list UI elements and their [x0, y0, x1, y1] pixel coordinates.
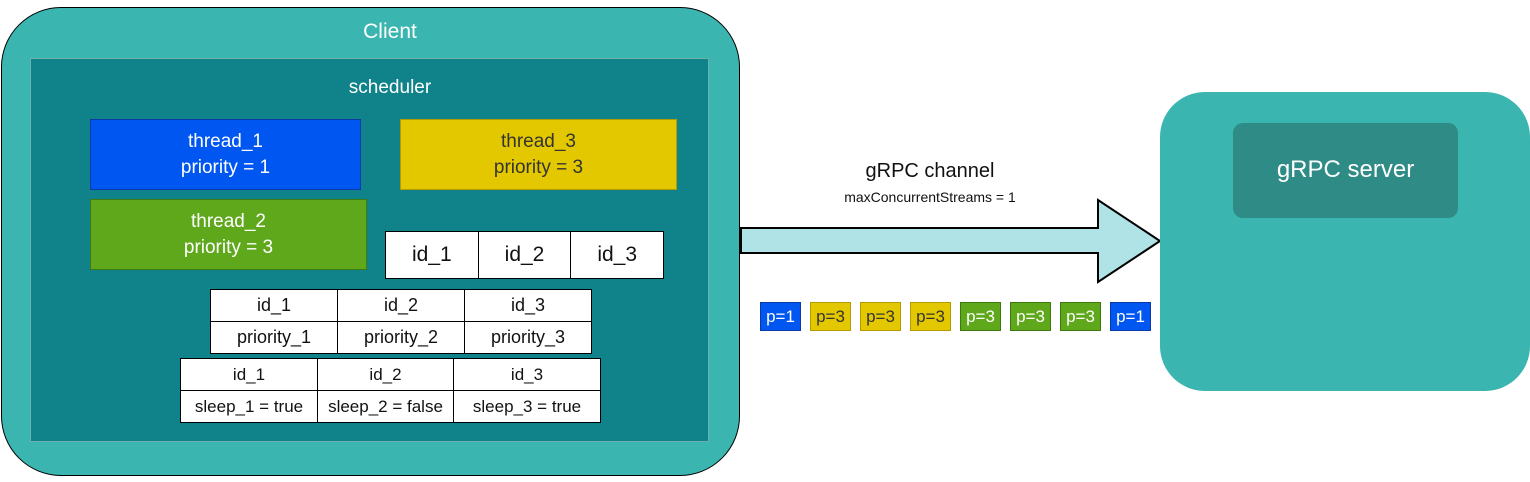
table-cell: sleep_2 = false	[317, 390, 454, 423]
request-badge: p=3	[860, 302, 901, 331]
thread-3-priority: priority = 3	[493, 156, 584, 178]
thread-3-name: thread_3	[500, 130, 576, 152]
request-badge: p=3	[1060, 302, 1101, 331]
request-badge: p=3	[960, 302, 1001, 331]
table-row: priority_1 priority_2 priority_3	[210, 321, 592, 354]
thread-1-priority: priority = 1	[180, 156, 271, 178]
request-badge: p=1	[1110, 302, 1151, 331]
table-cell: id_1	[180, 358, 318, 391]
priority-table: id_1 id_2 id_3 priority_1 priority_2 pri…	[210, 289, 592, 354]
request-badge: p=3	[1010, 302, 1051, 331]
table-cell: id_3	[453, 358, 601, 391]
request-badge: p=3	[810, 302, 851, 331]
channel-title: gRPC channel	[865, 160, 995, 182]
scheduler-title: scheduler	[348, 77, 432, 98]
sleep-table: id_1 id_2 id_3 sleep_1 = true sleep_2 = …	[180, 358, 601, 423]
thread-2-priority: priority = 3	[183, 236, 274, 258]
id-queue-cell: id_2	[479, 232, 572, 278]
table-cell: sleep_3 = true	[453, 390, 601, 423]
thread-2-box: thread_2 priority = 3	[90, 199, 367, 270]
table-cell: priority_1	[210, 321, 338, 354]
client-title: Client	[363, 20, 417, 43]
table-cell: id_1	[210, 289, 338, 322]
id-queue: id_1 id_2 id_3	[385, 231, 664, 279]
table-cell: id_3	[464, 289, 592, 322]
table-cell: sleep_1 = true	[180, 390, 318, 423]
server-title: gRPC server	[1276, 155, 1415, 183]
server-box: gRPC server	[1233, 123, 1458, 218]
table-row: id_1 id_2 id_3	[210, 289, 592, 322]
channel-subtitle: maxConcurrentStreams = 1	[844, 189, 1016, 205]
request-badge: p=3	[910, 302, 951, 331]
table-cell: id_2	[317, 358, 454, 391]
thread-1-name: thread_1	[187, 130, 263, 152]
thread-2-name: thread_2	[190, 210, 266, 232]
thread-3-box: thread_3 priority = 3	[400, 119, 677, 190]
table-row: id_1 id_2 id_3	[180, 358, 601, 391]
table-cell: priority_2	[337, 321, 465, 354]
id-queue-cell: id_1	[386, 232, 479, 278]
thread-1-box: thread_1 priority = 1	[90, 119, 361, 190]
channel-arrow	[740, 198, 1162, 284]
request-badge: p=1	[760, 302, 801, 331]
table-cell: id_2	[337, 289, 465, 322]
table-cell: priority_3	[464, 321, 592, 354]
table-row: sleep_1 = true sleep_2 = false sleep_3 =…	[180, 390, 601, 423]
id-queue-cell: id_3	[597, 243, 638, 266]
